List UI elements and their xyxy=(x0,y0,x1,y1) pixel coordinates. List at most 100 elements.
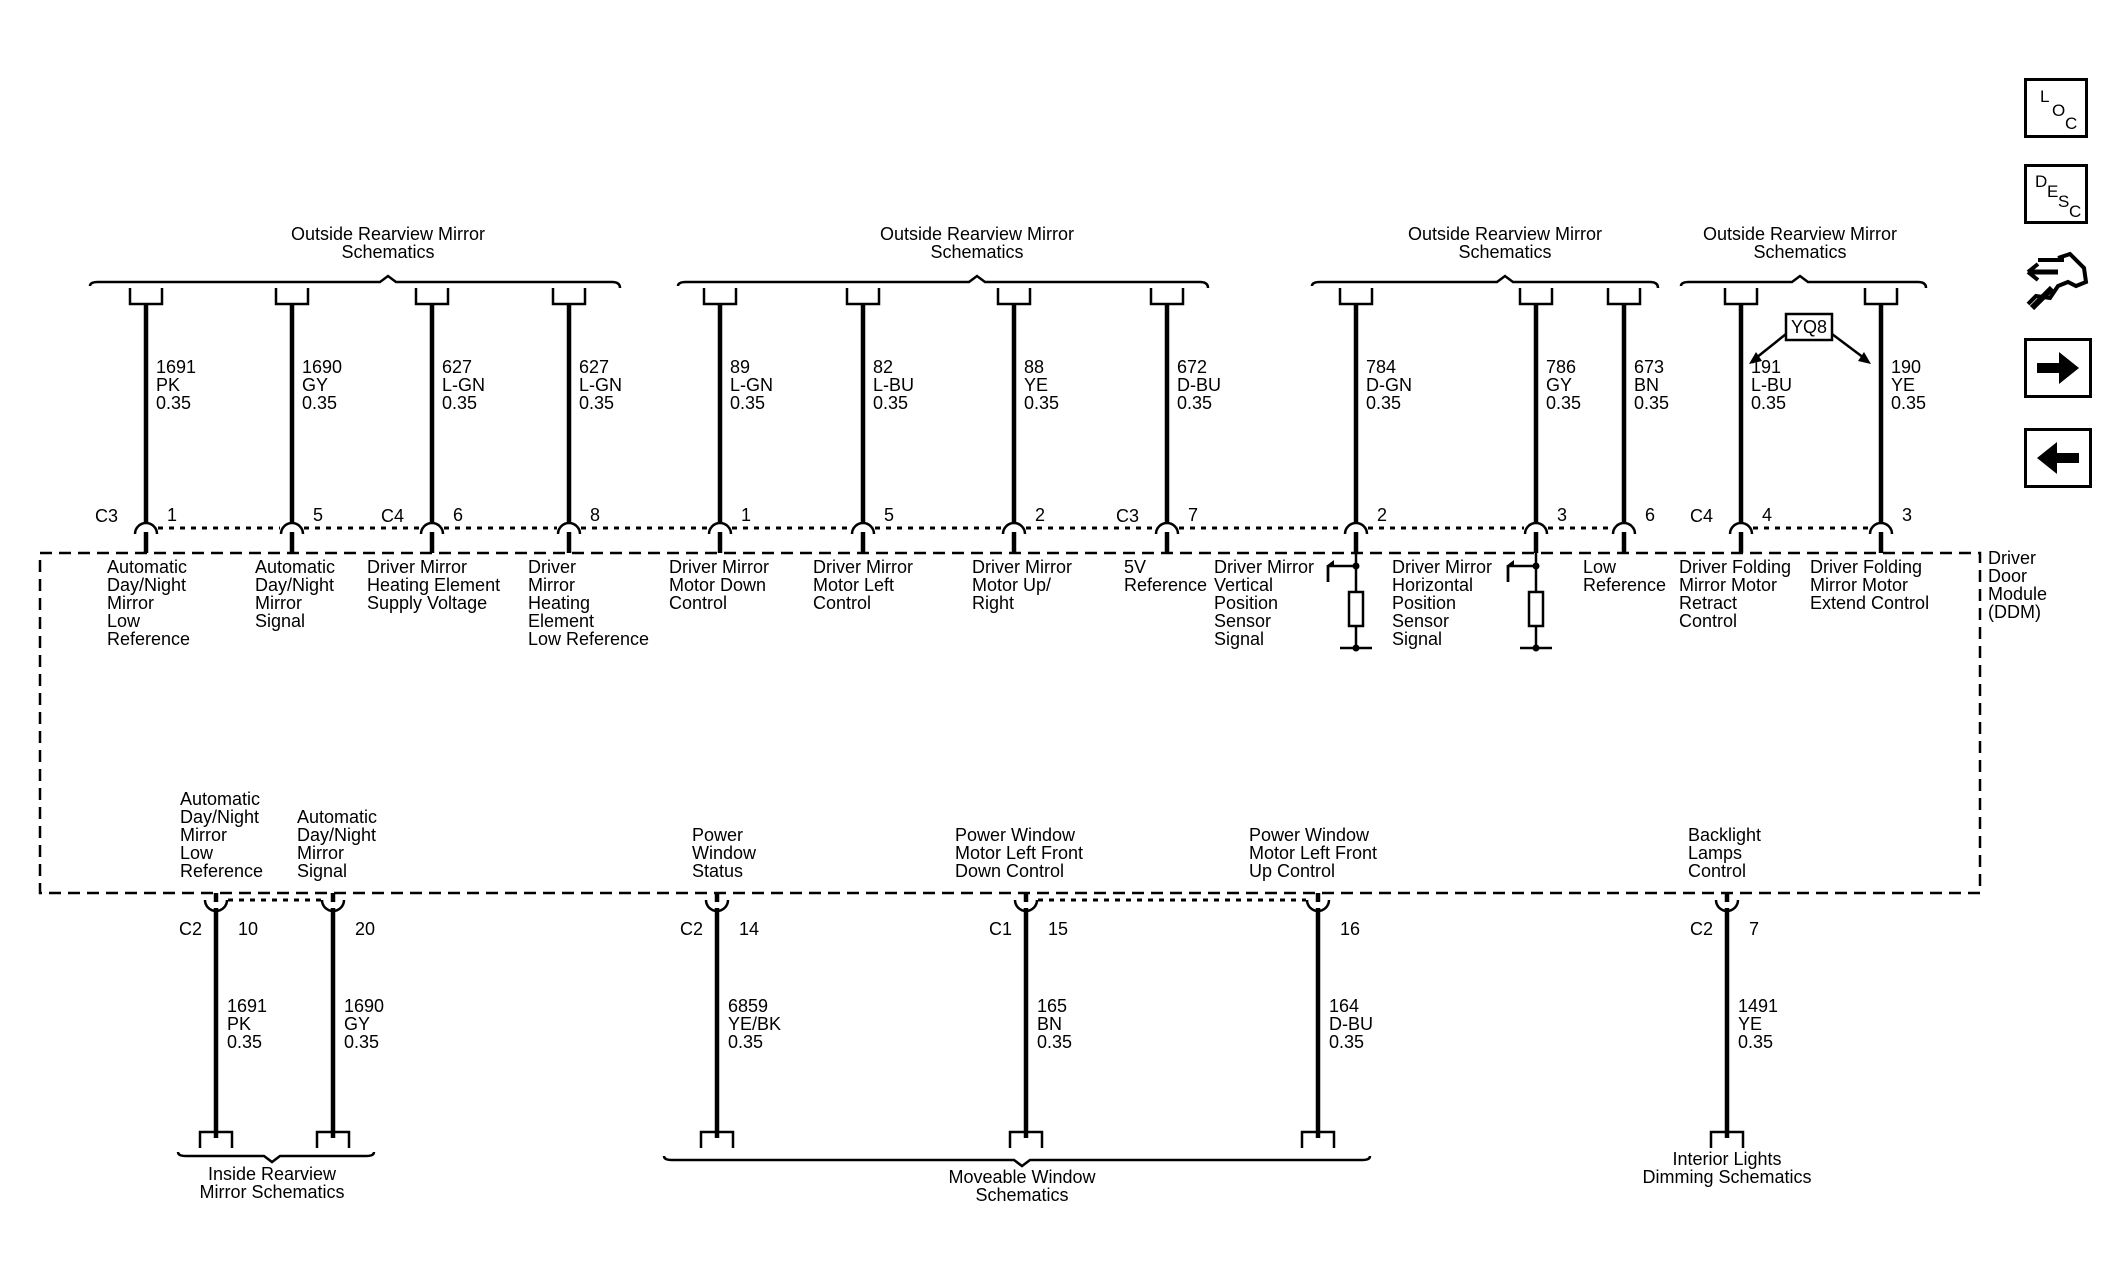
terminal-cup xyxy=(1300,1130,1336,1148)
wire-gauge: 0.35 xyxy=(442,393,477,413)
wiring-connector-button[interactable] xyxy=(2024,246,2090,320)
function-label: Automatic xyxy=(107,557,187,577)
function-label: Signal xyxy=(297,861,347,881)
wire-gauge: 0.35 xyxy=(344,1032,379,1052)
function-label: Heating xyxy=(528,593,590,613)
connector-top-t2: 1690GY0.355AutomaticDay/NightMirrorSigna… xyxy=(255,288,342,631)
function-label: Window xyxy=(692,843,757,863)
circuit-number: 190 xyxy=(1891,357,1921,377)
function-label: Vertical xyxy=(1214,575,1273,595)
connector-bottom-b1: 1691PK0.3510C2AutomaticDay/NightMirrorLo… xyxy=(179,789,267,1148)
header-label: Schematics xyxy=(930,242,1023,262)
function-label: 5V xyxy=(1124,557,1146,577)
header-label: Outside Rearview Mirror xyxy=(291,224,485,244)
terminal-cup xyxy=(1723,288,1759,306)
function-label: Automatic xyxy=(180,789,260,809)
wire-color: YE/BK xyxy=(728,1014,781,1034)
circuit-number: 1691 xyxy=(227,996,267,1016)
left-arrow-icon xyxy=(2037,442,2079,474)
pin-number: 7 xyxy=(1188,505,1198,525)
function-label: Control xyxy=(669,593,727,613)
terminal-cup xyxy=(1008,1130,1044,1148)
wire-gauge: 0.35 xyxy=(1738,1032,1773,1052)
wire-gauge: 0.35 xyxy=(1891,393,1926,413)
desc-letter-d: D xyxy=(2035,172,2048,191)
desc-letter-e: E xyxy=(2047,182,2059,201)
pin-symbol xyxy=(707,521,733,535)
wire-gauge: 0.35 xyxy=(730,393,765,413)
pin-number: 20 xyxy=(355,919,375,939)
wire-color: YE xyxy=(1738,1014,1762,1034)
wire-gauge: 0.35 xyxy=(1751,393,1786,413)
header-brace xyxy=(662,1155,1372,1168)
function-label: Mirror xyxy=(180,825,227,845)
connector-id: C2 xyxy=(1690,919,1713,939)
function-label: Driver Mirror xyxy=(1214,557,1314,577)
header-label: Schematics xyxy=(341,242,434,262)
connector-top-t1: 1691PK0.351C3AutomaticDay/NightMirrorLow… xyxy=(95,288,196,649)
wire-color: L-GN xyxy=(579,375,622,395)
function-label: Retract xyxy=(1679,593,1737,613)
function-label: Motor Left Front xyxy=(1249,843,1377,863)
function-label: Lamps xyxy=(1688,843,1742,863)
header-label: Schematics xyxy=(1458,242,1551,262)
option-arrowhead-right xyxy=(1858,352,1871,364)
function-label: Control xyxy=(1679,611,1737,631)
function-label: Reference xyxy=(180,861,263,881)
wire-color: L-GN xyxy=(442,375,485,395)
option-arrow-right xyxy=(1831,333,1865,359)
loc-button[interactable]: L O C xyxy=(2024,78,2088,138)
pin-number: 16 xyxy=(1340,919,1360,939)
connector-bottom-b2: 1690GY0.3520AutomaticDay/NightMirrorSign… xyxy=(297,807,384,1148)
sensor-resistor xyxy=(1527,590,1545,628)
pin-symbol xyxy=(419,521,445,535)
option-arrow-left xyxy=(1755,333,1787,359)
previous-page-button[interactable] xyxy=(2024,428,2092,488)
header-label: Outside Rearview Mirror xyxy=(1408,224,1602,244)
loc-letter-c: C xyxy=(2065,114,2078,133)
position-sensor-2 xyxy=(1506,553,1552,652)
wire-color: GY xyxy=(1546,375,1572,395)
pin-number: 10 xyxy=(238,919,258,939)
function-label: Day/Night xyxy=(255,575,334,595)
wire-gauge: 0.35 xyxy=(156,393,191,413)
function-label: Motor Left Front xyxy=(955,843,1083,863)
terminal-cup xyxy=(702,288,738,306)
wire-color: L-BU xyxy=(873,375,914,395)
function-label: Mirror xyxy=(107,593,154,613)
function-label: Signal xyxy=(255,611,305,631)
function-label: Reference xyxy=(107,629,190,649)
function-label: Low Reference xyxy=(528,629,649,649)
circuit-number: 786 xyxy=(1546,357,1576,377)
pin-number: 1 xyxy=(167,505,177,525)
sensor-resistor xyxy=(1347,590,1365,628)
next-page-button[interactable] xyxy=(2024,338,2092,398)
circuit-number: 1690 xyxy=(302,357,342,377)
circuit-number: 784 xyxy=(1366,357,1396,377)
desc-letter-c: C xyxy=(2069,202,2082,221)
wire-color: L-GN xyxy=(730,375,773,395)
wire-gauge: 0.35 xyxy=(1037,1032,1072,1052)
pin-number: 2 xyxy=(1377,505,1387,525)
terminal-cup xyxy=(551,288,587,306)
pin-symbol xyxy=(1001,521,1027,535)
header-label: Dimming Schematics xyxy=(1642,1167,1811,1187)
pin-number: 15 xyxy=(1048,919,1068,939)
right-arrow-icon xyxy=(2037,352,2079,384)
terminal-cup xyxy=(1149,288,1185,306)
circuit-number: 1491 xyxy=(1738,996,1778,1016)
desc-button[interactable]: D E S C xyxy=(2024,164,2088,224)
connector-tool-icon xyxy=(2026,251,2089,311)
connector-id: C2 xyxy=(680,919,703,939)
